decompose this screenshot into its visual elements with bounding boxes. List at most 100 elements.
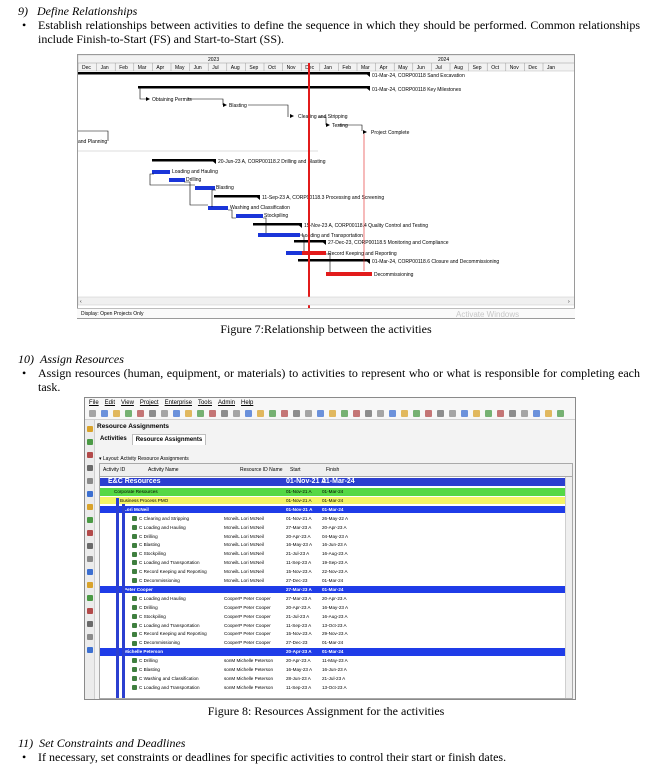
dock-button-icon[interactable]: [87, 582, 93, 588]
toolbar-button-icon[interactable]: [197, 410, 204, 417]
dock-button-icon[interactable]: [87, 569, 93, 575]
dock-button-icon[interactable]: [87, 621, 93, 627]
toolbar-button-icon[interactable]: [389, 410, 396, 417]
toolbar-button-icon[interactable]: [401, 410, 408, 417]
col-activity-name[interactable]: Activity Name: [148, 467, 179, 473]
toolbar-button-icon[interactable]: [113, 410, 120, 417]
toolbar-button-icon[interactable]: [101, 410, 108, 417]
toolbar-button-icon[interactable]: [161, 410, 168, 417]
col-resource-name[interactable]: Resource ID Name: [240, 467, 283, 473]
toolbar-button-icon[interactable]: [521, 410, 528, 417]
col-start[interactable]: Start: [290, 467, 301, 473]
toolbar-button-icon[interactable]: [341, 410, 348, 417]
toolbar-button-icon[interactable]: [257, 410, 264, 417]
row-activity-name: C Record Keeping and Reporting: [132, 630, 207, 638]
toolbar-button-icon[interactable]: [269, 410, 276, 417]
dock-button-icon[interactable]: [87, 556, 93, 562]
dock-button-icon[interactable]: [87, 647, 93, 653]
toolbar-button-icon[interactable]: [245, 410, 252, 417]
dock-button-icon[interactable]: [87, 530, 93, 536]
dock-button-icon[interactable]: [87, 426, 93, 432]
col-finish[interactable]: Finish: [326, 467, 340, 473]
toolbar-button-icon[interactable]: [509, 410, 516, 417]
menu-item-help[interactable]: Help: [241, 400, 254, 406]
toolbar-button-icon[interactable]: [485, 410, 492, 417]
toolbar-button-icon[interactable]: [89, 410, 96, 417]
dock-button-icon[interactable]: [87, 452, 93, 458]
toolbar-button-icon[interactable]: [281, 410, 288, 417]
dock-button-icon[interactable]: [87, 608, 93, 614]
toolbar-button-icon[interactable]: [365, 410, 372, 417]
toolbar-button-icon[interactable]: [149, 410, 156, 417]
dock-button-icon[interactable]: [87, 465, 93, 471]
dock-button-icon[interactable]: [87, 543, 93, 549]
toolbar-button-icon[interactable]: [413, 410, 420, 417]
toolbar-button-icon[interactable]: [533, 410, 540, 417]
toolbar-button-icon[interactable]: [449, 410, 456, 417]
toolbar-button-icon[interactable]: [317, 410, 324, 417]
menu-item-enterprise[interactable]: Enterprise: [164, 400, 192, 406]
dock-button-icon[interactable]: [87, 595, 93, 601]
toolbar-button-icon[interactable]: [233, 410, 240, 417]
toolbar-button-icon[interactable]: [557, 410, 564, 417]
dock-button-icon[interactable]: [87, 634, 93, 640]
toolbar-button-icon[interactable]: [329, 410, 336, 417]
toolbar-button-icon[interactable]: [545, 410, 552, 417]
toolbar-button-icon[interactable]: [125, 410, 132, 417]
toolbar-button-icon[interactable]: [185, 410, 192, 417]
menu-item-file[interactable]: File: [89, 400, 99, 406]
dock-button-icon[interactable]: [87, 504, 93, 510]
toolbar-button-icon[interactable]: [173, 410, 180, 417]
menu-item-view[interactable]: View: [121, 400, 134, 406]
toolbar-button-icon[interactable]: [137, 410, 144, 417]
horizontal-scrollbar: [78, 296, 574, 306]
menu-item-admin[interactable]: Admin: [217, 400, 235, 406]
toolbar-button-icon[interactable]: [293, 410, 300, 417]
menu-item-project[interactable]: Project: [139, 400, 159, 406]
vertical-scrollbar[interactable]: [565, 477, 572, 698]
toolbar-button-icon[interactable]: [209, 410, 216, 417]
toolbar-button-icon[interactable]: [461, 410, 468, 417]
toolbar-button-icon[interactable]: [353, 410, 360, 417]
dock-button-icon[interactable]: [87, 517, 93, 523]
col-activity-id[interactable]: Activity ID: [103, 467, 126, 473]
toolbar-button-icon[interactable]: [305, 410, 312, 417]
toolbar-button-icon[interactable]: [473, 410, 480, 417]
dock-button-icon[interactable]: [87, 491, 93, 497]
menu-item-tools[interactable]: Tools: [197, 400, 212, 406]
toolbar-button-icon[interactable]: [377, 410, 384, 417]
dock-button-icon[interactable]: [87, 439, 93, 445]
dock-button-icon[interactable]: [87, 478, 93, 484]
toolbar-button-icon[interactable]: [221, 410, 228, 417]
toolbar-button-icon[interactable]: [437, 410, 444, 417]
menu-item-edit[interactable]: Edit: [104, 400, 116, 406]
toolbar-button-icon[interactable]: [425, 410, 432, 417]
toolbar-button-icon[interactable]: [497, 410, 504, 417]
tab-resource-assignments[interactable]: Resource Assignments: [131, 434, 207, 445]
tab-activities[interactable]: Activities: [100, 436, 127, 442]
